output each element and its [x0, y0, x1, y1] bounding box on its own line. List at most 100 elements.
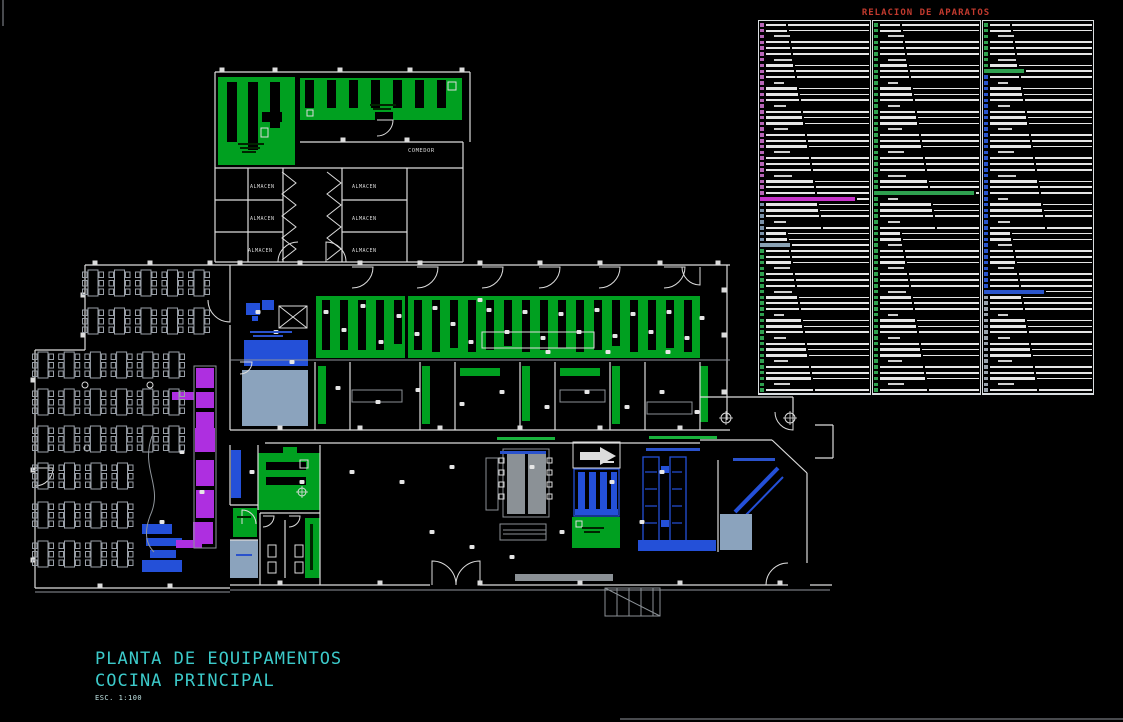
- row-text: [989, 122, 1027, 125]
- row-text: [989, 284, 1019, 287]
- chair: [101, 481, 107, 488]
- schedule-row: [874, 358, 979, 364]
- chair: [58, 399, 64, 406]
- row-text: [765, 388, 813, 392]
- schedule-row: [760, 381, 869, 387]
- schedule-row: [760, 219, 869, 225]
- column-tick: [340, 137, 346, 143]
- row-leader: [1026, 111, 1092, 113]
- row-text: [989, 186, 1038, 189]
- fixture: [267, 544, 277, 558]
- chair: [74, 399, 81, 406]
- chair: [136, 362, 143, 369]
- row-text: [765, 354, 807, 357]
- row-leader: [810, 157, 869, 160]
- micro-label: [250, 331, 292, 333]
- chair: [125, 288, 131, 295]
- micro-label: [649, 436, 717, 439]
- chair: [75, 551, 81, 558]
- white-outline-box: [481, 331, 595, 349]
- equipment-slot: [684, 300, 692, 352]
- row-leader: [1020, 284, 1092, 287]
- chair: [48, 353, 54, 360]
- row-text: [879, 75, 909, 79]
- schedule-row: [984, 86, 1092, 92]
- chair: [101, 473, 107, 480]
- schedule-row: [984, 213, 1092, 219]
- row-leader: [910, 284, 979, 287]
- chair: [110, 444, 117, 451]
- schedule-row: [760, 260, 869, 266]
- drawing-element: [773, 81, 784, 84]
- dining-table: [90, 462, 102, 490]
- row-text: [765, 238, 787, 241]
- row-marker: [874, 376, 878, 381]
- drawing-element: [887, 383, 904, 386]
- equipment-blue-block: [575, 509, 618, 515]
- row-marker: [874, 156, 878, 160]
- row-text: [879, 377, 925, 380]
- fixture: [260, 127, 269, 138]
- schedule-row: [984, 51, 1092, 57]
- row-text: [879, 209, 932, 212]
- row-marker: [760, 353, 764, 358]
- chair: [127, 407, 133, 414]
- row-text: [765, 116, 802, 119]
- row-leader: [921, 140, 979, 142]
- row-leader: [918, 122, 979, 125]
- micro-label: [242, 151, 256, 153]
- chair: [101, 559, 107, 566]
- schedule-row: [760, 161, 869, 167]
- row-marker: [874, 115, 878, 120]
- row-text: [765, 301, 798, 305]
- row-marker: [874, 110, 878, 114]
- equipment-blue-block: [150, 550, 176, 558]
- queue-rail: [146, 435, 155, 553]
- row-marker: [874, 150, 878, 155]
- chair: [32, 362, 38, 369]
- row-leader: [908, 64, 979, 67]
- serving-line-purple-block: [176, 540, 202, 548]
- room-label: ALMACEN: [352, 248, 377, 254]
- row-marker: [760, 214, 764, 218]
- schedule-row: [984, 358, 1092, 364]
- schedule-row: [874, 277, 979, 283]
- column-tick: [277, 425, 283, 431]
- row-marker: [984, 359, 988, 363]
- micro-label: [237, 516, 251, 518]
- schedule-row: [760, 22, 869, 28]
- door-arc: [376, 119, 394, 137]
- row-leader: [924, 366, 979, 368]
- equipment-green-block: [422, 366, 430, 424]
- equipment-green-block: [560, 368, 600, 376]
- row-leader: [928, 389, 979, 391]
- equipment-slot: [305, 80, 314, 108]
- chair: [32, 407, 38, 414]
- row-text: [989, 110, 1025, 114]
- drawing-element: [773, 151, 790, 154]
- schedule-row: [874, 289, 979, 295]
- chair: [179, 362, 185, 369]
- drawing-element: [887, 58, 906, 61]
- row-marker: [984, 220, 988, 224]
- row-marker: [984, 40, 988, 45]
- row-marker: [874, 249, 878, 253]
- schedule-row: [984, 184, 1092, 190]
- schedule-row: [760, 347, 869, 353]
- drawing-element: [887, 105, 900, 108]
- row-text: [879, 122, 917, 125]
- column-tick: [407, 67, 413, 73]
- door-arc: [416, 266, 439, 289]
- schedule-row: [984, 173, 1092, 179]
- row-text: [989, 180, 1037, 183]
- row-leader: [905, 47, 979, 49]
- row-marker: [874, 162, 878, 166]
- row-leader: [803, 116, 869, 119]
- row-marker: [760, 191, 764, 195]
- row-marker: [984, 365, 988, 369]
- row-text: [989, 46, 1014, 50]
- chair: [58, 481, 64, 488]
- equipment-slot: [376, 300, 384, 350]
